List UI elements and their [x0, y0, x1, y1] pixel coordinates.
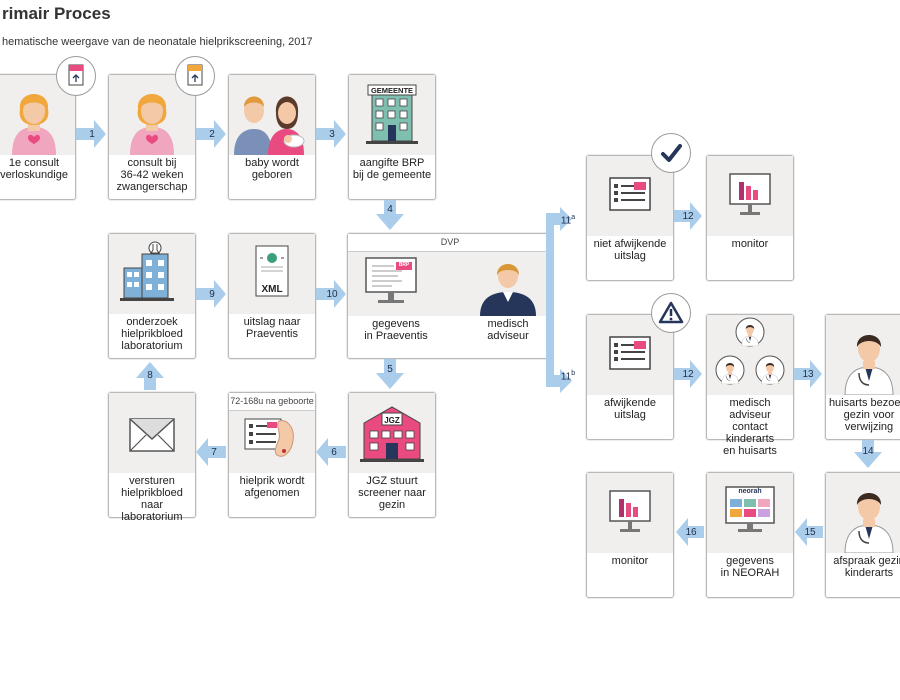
step-label: huisarts bezoekt gezin voor verwijzing	[828, 397, 900, 433]
step-label: monitor	[731, 238, 769, 250]
step-normal-result: niet afwijkende uitslag	[586, 155, 674, 281]
arrow-label-5: 5	[387, 364, 393, 375]
medical-advisor-icon	[480, 264, 536, 316]
checkmark-icon	[661, 144, 682, 162]
heel-prick-icon	[244, 418, 294, 457]
arrow-label-1: 1	[89, 129, 95, 140]
step-heel-prick: 72-168u na geboorte hielprik wordt afgen…	[228, 392, 316, 518]
brp-tag: BRP	[398, 262, 410, 268]
doctor-icon	[826, 473, 900, 553]
step-label: afspraak gezin kinderarts	[833, 555, 900, 579]
warning-badge	[651, 293, 691, 333]
pregnancy-card-badge	[56, 56, 96, 96]
xml-label: XML	[261, 284, 283, 295]
bar-chart-monitor-icon	[587, 473, 673, 553]
step-baby-born: baby wordt geboren	[228, 74, 316, 200]
card-icon	[187, 64, 203, 86]
checkmark-badge	[651, 133, 691, 173]
step-send-blood: versturen hielprikbloed naar laboratoriu…	[108, 392, 196, 523]
arrow-label-6: 6	[331, 447, 337, 458]
step-jgz-screener: JGZ JGZ stuurt screener naar gezin	[348, 392, 436, 518]
arrow-label-3: 3	[329, 129, 335, 140]
arrow-label-12a: 12	[682, 211, 694, 222]
card-icon	[68, 64, 84, 86]
neorah-logo: neorah	[738, 488, 762, 495]
praeventis-monitor-icon	[365, 257, 417, 303]
step-label: 1e consult verloskundige	[0, 157, 68, 181]
step-gp-visit: huisarts bezoekt gezin voor verwijzing	[825, 314, 900, 440]
family-icon	[234, 96, 305, 155]
step-label: consult bij 36-42 weken zwangerschap	[116, 157, 188, 193]
dvp-header: DVP	[348, 234, 552, 252]
arrow-label-9: 9	[209, 289, 215, 300]
timing-header: 72-168u na geboorte	[229, 393, 315, 411]
jgz-sign: JGZ	[384, 416, 400, 425]
step-label: versturen hielprikbloed naar laboratoriu…	[121, 475, 183, 523]
dvp-right-label: medisch adviseur	[487, 318, 529, 342]
jgz-building-icon	[360, 406, 424, 462]
step-brp-registration: GEMEENTE aangifte BRP bij de gemeente	[348, 74, 436, 200]
step-label: JGZ stuurt screener naar gezin	[358, 475, 426, 511]
gemeente-sign: GEMEENTE	[370, 86, 414, 95]
envelope-icon	[129, 418, 175, 452]
bar-chart-monitor-icon	[707, 156, 793, 236]
step-pediatrician-appointment: afspraak gezin kinderarts	[825, 472, 900, 598]
arrow-label-14: 14	[862, 446, 874, 457]
warning-icon	[658, 301, 684, 324]
arrow-label-13: 13	[802, 369, 814, 380]
dvp-left-label: gegevens in Praeventis	[364, 318, 428, 342]
page-title: rimair Proces	[2, 4, 111, 23]
step-label: niet afwijkende uitslag	[593, 238, 667, 262]
pregnancy-card-badge	[175, 56, 215, 96]
neorah-screen-icon	[725, 486, 775, 532]
arrow-label-10: 10	[326, 289, 338, 300]
step-result-to-praeventis: XML uitslag naar Praeventis	[228, 233, 316, 359]
step-abnormal-result: afwijkende uitslag	[586, 314, 674, 440]
step-monitor-final: monitor	[586, 472, 674, 598]
page-subtitle: hematische weergave van de neonatale hie…	[2, 36, 313, 48]
step-neorah: neorah gegevens in NEORAH	[706, 472, 794, 598]
arrow-label-2: 2	[209, 129, 215, 140]
step-advisor-contact: medisch adviseur contact kinderarts en h…	[706, 314, 794, 457]
step-label: uitslag naar Praeventis	[243, 316, 301, 340]
step-label: hielprik wordt afgenomen	[239, 475, 305, 499]
step-label: monitor	[611, 555, 649, 567]
arrow-label-11b: 11b	[560, 370, 576, 383]
step-label: baby wordt geboren	[245, 157, 299, 181]
arrow-label-11a: 11a	[560, 214, 576, 227]
arrow-label-15: 15	[804, 527, 816, 538]
xml-document-icon	[255, 245, 289, 297]
laboratory-icon	[120, 241, 174, 301]
step-label: medisch adviseur contact kinderarts en h…	[723, 397, 777, 457]
step-monitor-normal: monitor	[706, 155, 794, 281]
arrow-label-12b: 12	[682, 369, 694, 380]
doctor-icon	[826, 315, 900, 395]
arrow-label-7: 7	[211, 447, 217, 458]
step-label: afwijkende uitslag	[604, 397, 656, 421]
city-hall-icon	[366, 84, 418, 144]
step-label: onderzoek hielprikbloed laboratorium	[121, 316, 183, 352]
medical-team-icon	[715, 317, 785, 385]
arrow-label-8: 8	[147, 370, 153, 381]
step-lab-research: onderzoek hielprikbloed laboratorium	[108, 233, 196, 359]
step-label: aangifte BRP bij de gemeente	[352, 157, 432, 181]
step-label: gegevens in NEORAH	[720, 555, 780, 579]
dvp-panel: DVP BRP gegevens in Praeventis medisch a…	[347, 233, 553, 359]
arrow-label-4: 4	[387, 204, 393, 215]
arrow-label-16: 16	[685, 527, 697, 538]
